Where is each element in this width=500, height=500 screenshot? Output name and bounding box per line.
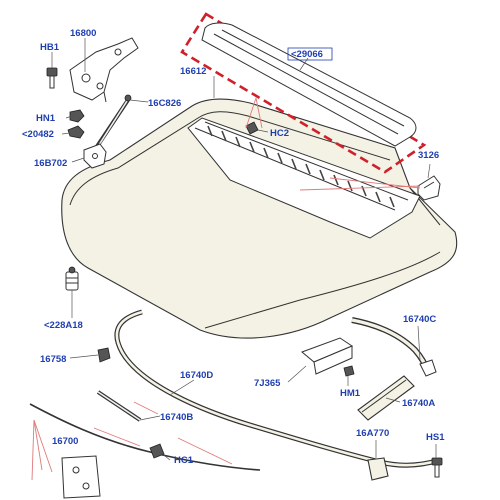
label-7j365[interactable]: 7J365 [254, 378, 281, 389]
label-228a18[interactable]: <228A18 [44, 320, 83, 331]
screw-hs1[interactable] [431, 457, 443, 478]
label-29066-box[interactable]: <29066 [287, 47, 333, 61]
release-cable[interactable] [29, 403, 261, 499]
label-16b702[interactable]: 16B702 [34, 158, 67, 169]
label-16a770[interactable]: 16A770 [356, 428, 389, 439]
label-16758[interactable]: 16758 [40, 354, 66, 365]
label-16740b[interactable]: 16740B [160, 412, 193, 423]
clip-16758[interactable] [97, 347, 111, 363]
label-hc1[interactable]: HC1 [174, 455, 194, 466]
hood-panel[interactable] [61, 98, 458, 339]
clip-hc1[interactable] [149, 443, 165, 459]
label-16740c[interactable]: 16740C [403, 314, 436, 325]
label-hm1[interactable]: HM1 [340, 388, 361, 399]
label-29066[interactable]: <29066 [291, 49, 323, 60]
reference-lines [31, 97, 421, 481]
hood-cowl-vents [187, 117, 421, 239]
label-16740a[interactable]: 16740A [402, 398, 435, 409]
gas-strut[interactable] [94, 94, 132, 150]
label-16740d[interactable]: 16740D [180, 370, 213, 381]
bracket-7j365[interactable] [301, 337, 354, 375]
label-hb1[interactable]: HB1 [40, 42, 60, 53]
label-hn1[interactable]: HN1 [36, 113, 56, 124]
label-16c826[interactable]: 16C826 [148, 98, 181, 109]
seal-16740b[interactable] [96, 390, 142, 422]
label-hs1[interactable]: HS1 [426, 432, 445, 443]
seal-16740c[interactable] [351, 317, 437, 377]
clip-20482[interactable] [67, 125, 85, 139]
nut-hn1[interactable] [69, 109, 85, 123]
bump-stop[interactable] [65, 266, 79, 291]
label-16800[interactable]: 16800 [70, 28, 96, 39]
bracket-16b702[interactable] [83, 143, 107, 169]
handle-16a770[interactable] [367, 457, 389, 481]
label-20482[interactable]: <20482 [22, 129, 54, 140]
label-3126[interactable]: 3126 [418, 150, 439, 161]
part-labels: 16800 HB1 16612 <29066 16C826 HN1 <20482… [22, 28, 445, 466]
hood-hinge[interactable] [69, 37, 139, 103]
striker-3126[interactable] [417, 175, 441, 201]
seal-16740d[interactable] [114, 309, 441, 468]
hood-seal-highlight[interactable] [180, 12, 427, 174]
nut-hm1[interactable] [343, 365, 355, 377]
label-hc2[interactable]: HC2 [270, 128, 289, 139]
bolt-hb1[interactable] [46, 67, 58, 89]
label-16612[interactable]: 16612 [180, 66, 206, 77]
label-16700[interactable]: 16700 [52, 436, 78, 447]
